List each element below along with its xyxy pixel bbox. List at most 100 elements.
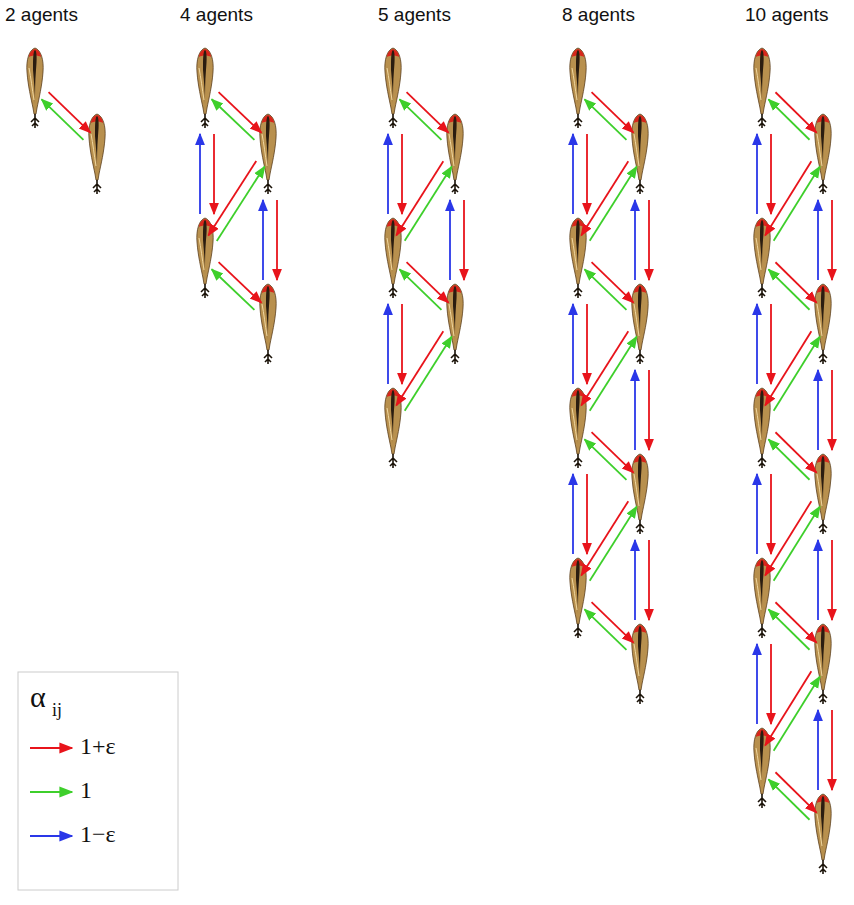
influence-arrow bbox=[586, 134, 588, 214]
fish-agent bbox=[385, 48, 401, 128]
influence-arrow bbox=[572, 304, 574, 384]
fish-agent bbox=[632, 114, 648, 194]
influence-arrow bbox=[590, 167, 637, 241]
influence-arrow bbox=[585, 269, 627, 310]
influence-arrow bbox=[768, 779, 809, 819]
legend-entry: 1+ε bbox=[80, 733, 116, 760]
influence-arrow bbox=[449, 200, 451, 280]
influence-arrow bbox=[648, 200, 650, 280]
influence-arrow bbox=[648, 370, 650, 450]
influence-arrow bbox=[765, 501, 811, 575]
fish-agent bbox=[815, 284, 831, 364]
influence-arrow bbox=[262, 200, 264, 280]
influence-arrow bbox=[581, 161, 628, 235]
influence-arrow bbox=[768, 99, 809, 139]
fish-agent bbox=[197, 218, 213, 298]
influence-arrow bbox=[768, 609, 809, 649]
influence-arrow bbox=[387, 304, 389, 384]
influence-arrow bbox=[208, 161, 256, 235]
fish-agent bbox=[260, 284, 276, 364]
influence-arrow bbox=[817, 710, 819, 790]
influence-arrow bbox=[774, 507, 820, 581]
influence-arrow bbox=[213, 134, 215, 214]
column-heading: 8 agents bbox=[562, 4, 635, 26]
influence-arrow bbox=[199, 134, 201, 214]
influence-arrow bbox=[634, 540, 636, 620]
influence-arrow bbox=[765, 161, 811, 235]
influence-arrow bbox=[572, 474, 574, 554]
influence-arrow bbox=[817, 370, 819, 450]
influence-arrow bbox=[765, 331, 811, 405]
influence-arrow bbox=[396, 331, 443, 405]
fish-agent bbox=[27, 48, 43, 128]
influence-arrow bbox=[831, 200, 833, 280]
influence-arrow bbox=[831, 710, 833, 790]
influence-arrow bbox=[765, 671, 811, 745]
influence-arrow bbox=[212, 269, 255, 310]
influence-arrow bbox=[212, 99, 255, 140]
legend-heading: α bbox=[30, 680, 46, 714]
influence-arrow bbox=[770, 304, 772, 384]
influence-arrow bbox=[586, 304, 588, 384]
column-heading: 5 agents bbox=[378, 4, 451, 26]
influence-arrow bbox=[585, 609, 627, 650]
fish-agent bbox=[197, 48, 213, 128]
fish-agent bbox=[815, 624, 831, 704]
influence-arrow bbox=[756, 644, 758, 724]
fish-agent bbox=[447, 114, 463, 194]
influence-arrow bbox=[586, 474, 588, 554]
influence-arrow bbox=[770, 474, 772, 554]
influence-arrow bbox=[831, 540, 833, 620]
influence-arrow bbox=[817, 200, 819, 280]
column-heading: 10 agents bbox=[745, 4, 828, 26]
influence-arrow bbox=[463, 200, 465, 280]
influence-arrow bbox=[756, 474, 758, 554]
influence-arrow bbox=[634, 370, 636, 450]
influence-arrow bbox=[581, 501, 628, 575]
fish-agent bbox=[570, 48, 586, 128]
fish-agent bbox=[260, 114, 276, 194]
legend-sample bbox=[30, 835, 72, 837]
influence-arrow bbox=[774, 167, 820, 241]
influence-arrow bbox=[405, 337, 452, 411]
fish-agent bbox=[632, 454, 648, 534]
fish-agent bbox=[815, 794, 831, 874]
influence-arrow bbox=[400, 99, 442, 140]
influence-arrow bbox=[590, 337, 637, 411]
influence-arrow bbox=[756, 304, 758, 384]
influence-arrow bbox=[581, 331, 628, 405]
fish-agent bbox=[754, 48, 770, 128]
influence-arrow bbox=[774, 677, 820, 751]
influence-arrow bbox=[634, 200, 636, 280]
legend-sample bbox=[30, 747, 72, 749]
influence-arrow bbox=[217, 166, 265, 240]
influence-arrow bbox=[585, 439, 627, 480]
fish-agent bbox=[632, 624, 648, 704]
fish-agent bbox=[447, 284, 463, 364]
influence-arrow bbox=[768, 269, 809, 309]
legend-frame bbox=[18, 672, 178, 890]
influence-arrow bbox=[405, 167, 452, 241]
influence-arrow bbox=[756, 134, 758, 214]
influence-arrow bbox=[400, 269, 442, 310]
influence-arrow bbox=[401, 134, 403, 214]
influence-arrow bbox=[770, 134, 772, 214]
legend-heading: ij bbox=[52, 700, 62, 721]
influence-arrow bbox=[590, 507, 637, 581]
influence-arrow bbox=[401, 304, 403, 384]
influence-arrow bbox=[831, 370, 833, 450]
influence-arrow bbox=[817, 540, 819, 620]
column-heading: 2 agents bbox=[5, 4, 78, 26]
column-heading: 4 agents bbox=[180, 4, 253, 26]
influence-arrow bbox=[585, 99, 627, 140]
fish-agent bbox=[89, 114, 105, 194]
fish-agent bbox=[815, 454, 831, 534]
fish-agent bbox=[815, 114, 831, 194]
influence-arrow bbox=[774, 337, 820, 411]
legend-entry: 1 bbox=[80, 777, 92, 804]
legend-entry: 1−ε bbox=[80, 821, 116, 848]
influence-arrow bbox=[396, 161, 443, 235]
legend-sample bbox=[30, 791, 72, 793]
influence-arrow bbox=[42, 99, 84, 140]
